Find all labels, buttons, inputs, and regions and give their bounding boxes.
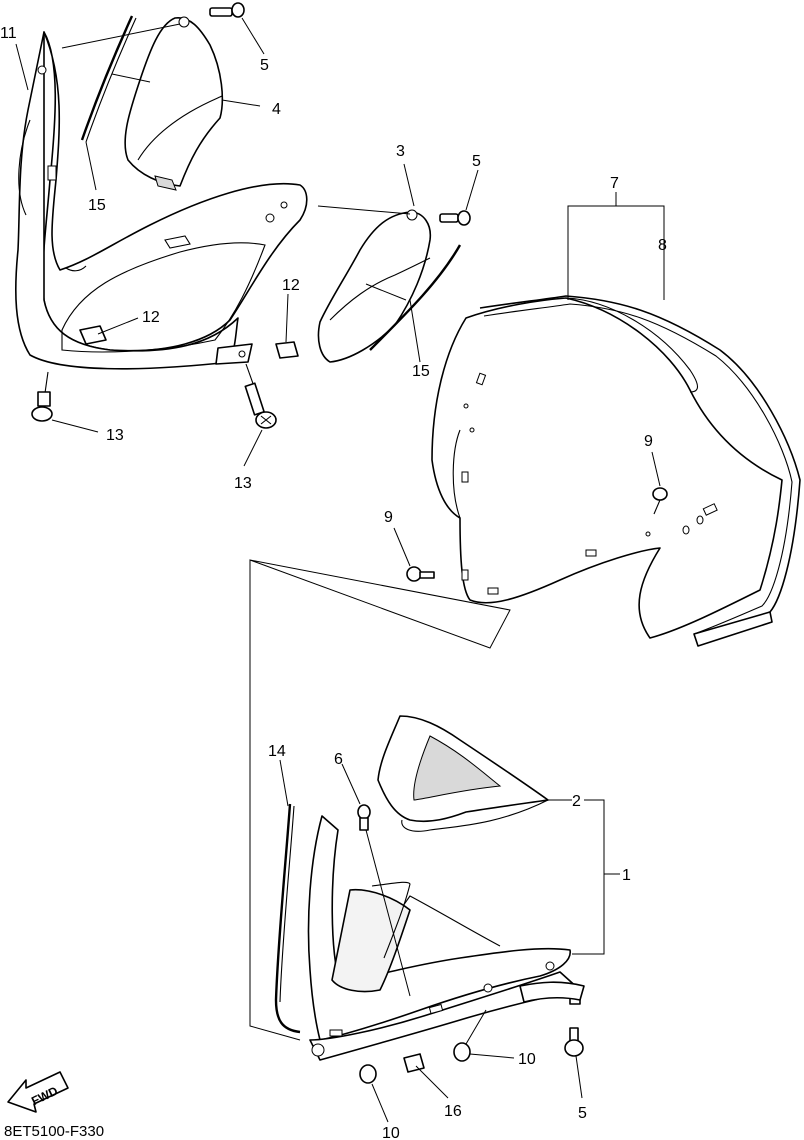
callout-10a: 10 (518, 1051, 536, 1068)
screw-part-9a[interactable] (652, 487, 668, 515)
callout-14: 14 (268, 743, 286, 760)
nut-part-16[interactable] (403, 1053, 425, 1073)
fairing-bracket[interactable] (519, 981, 585, 1003)
leader-lines (15, 17, 665, 1123)
inner-panel-part-4[interactable] (124, 16, 224, 191)
front-fairing-part-1[interactable] (307, 815, 581, 1061)
callout-12b: 12 (282, 277, 300, 294)
screw-part-13a[interactable] (31, 371, 53, 422)
callout-13b: 13 (234, 475, 252, 492)
collar-part-10b[interactable] (359, 1064, 377, 1084)
trim-strip-part-14[interactable] (274, 803, 301, 1034)
screw-part-5c[interactable] (564, 993, 584, 1057)
screw-part-6[interactable] (357, 804, 411, 997)
diagram-code: 8ET5100-F330 (4, 1123, 104, 1140)
callout-1: 1 (622, 867, 631, 884)
trim-strip-edge (85, 17, 137, 143)
fwd-arrow-icon: FWD (7, 1071, 69, 1113)
callout-12a: 12 (142, 309, 160, 326)
callout-9b: 9 (384, 509, 393, 526)
callout-9a: 9 (644, 433, 653, 450)
callout-10b: 10 (382, 1125, 400, 1140)
windshield-part-7[interactable] (431, 297, 783, 639)
callout-11: 11 (0, 25, 17, 42)
inner-panel-part-3[interactable] (317, 209, 432, 363)
windshield-trim-part-8[interactable] (479, 295, 801, 647)
screw-part-9b[interactable] (406, 566, 435, 582)
assembly-leader-box (249, 559, 511, 1041)
callout-5c: 5 (578, 1105, 587, 1122)
callout-5a: 5 (260, 57, 269, 74)
trim-strip-part-15b[interactable] (369, 244, 462, 351)
callout-15b: 15 (412, 363, 430, 380)
trim-strip-14-edge (279, 805, 295, 1003)
callout-16: 16 (444, 1103, 462, 1120)
screw-part-5b[interactable] (439, 210, 471, 226)
screw-part-13b[interactable] (244, 363, 277, 429)
callout-2: 2 (572, 793, 581, 810)
side-cowling-part-11[interactable] (15, 31, 308, 370)
callout-4: 4 (272, 101, 281, 118)
callout-15a: 15 (88, 197, 106, 214)
callout-13a: 13 (106, 427, 124, 444)
visor-part-2[interactable] (377, 715, 549, 832)
collar-part-10a[interactable] (453, 1042, 471, 1062)
callout-8: 8 (658, 237, 667, 254)
nut-part-12a[interactable] (79, 325, 107, 345)
callout-6: 6 (334, 751, 343, 768)
callout-3: 3 (396, 143, 405, 160)
nut-part-12b[interactable] (275, 341, 299, 359)
callout-7: 7 (610, 175, 619, 192)
callout-5b: 5 (472, 153, 481, 170)
screw-part-5a[interactable] (209, 2, 245, 18)
trim-strip-part-15a[interactable] (80, 15, 134, 141)
